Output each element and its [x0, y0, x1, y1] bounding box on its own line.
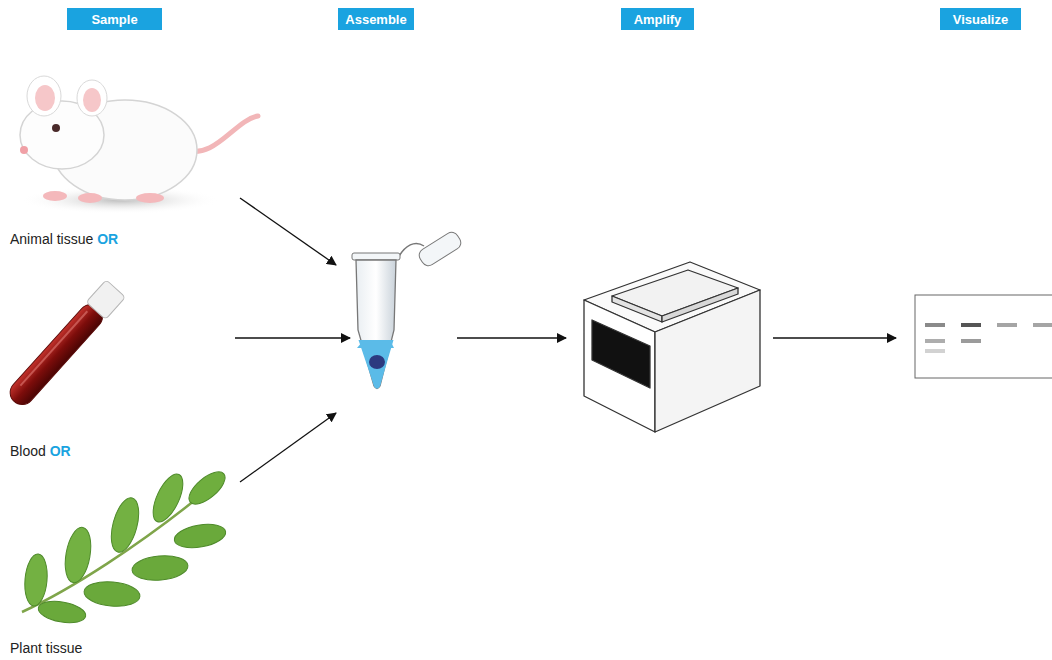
- or-connector-word: OR: [97, 231, 118, 247]
- tube-body: [356, 260, 396, 389]
- gel-band: [925, 349, 945, 353]
- gel-outline: [915, 295, 1052, 378]
- step-tab: Visualize: [940, 8, 1021, 30]
- thermocycler-illustration: [584, 262, 760, 432]
- sample-pellet: [369, 355, 385, 369]
- flow-arrow: [457, 337, 566, 338]
- mouse-ear-inner: [35, 85, 55, 111]
- leaflet: [172, 521, 227, 552]
- leaflet: [106, 495, 144, 555]
- cycler-display: [592, 320, 650, 388]
- mouse-eye: [52, 124, 60, 132]
- mouse-foot: [43, 191, 67, 201]
- step-title: Visualize: [953, 12, 1008, 27]
- sample-caption: Animal tissue OR: [10, 231, 118, 247]
- leaflet: [147, 470, 189, 526]
- mouse-foot: [78, 193, 102, 203]
- mouse-nose: [20, 146, 28, 154]
- sample-caption: Plant tissue: [10, 640, 82, 656]
- microtube-illustration: [352, 230, 463, 389]
- gel-band: [1033, 323, 1052, 327]
- mouse-foot: [136, 193, 164, 203]
- step-title: Amplify: [634, 12, 682, 27]
- tube-rim: [352, 253, 400, 260]
- cycler-side: [655, 290, 760, 432]
- step-tab: Sample: [67, 8, 162, 30]
- leaflet: [37, 598, 88, 626]
- sample-label: Animal tissue: [10, 231, 93, 247]
- tube-highlight: [20, 311, 87, 385]
- sample-caption: Blood OR: [10, 443, 71, 459]
- mouse-ear: [27, 76, 61, 116]
- blood-tube-illustration: [4, 280, 125, 410]
- leaflet: [184, 466, 231, 510]
- step-tab: Amplify: [621, 8, 694, 30]
- step-title: Assemble: [345, 12, 406, 27]
- tube-lid: [417, 230, 464, 269]
- gel-illustration: [915, 295, 1052, 378]
- gel-band: [925, 339, 945, 343]
- sample-label: Blood: [10, 443, 46, 459]
- step-tab: Assemble: [338, 8, 414, 30]
- flow-arrow: [235, 337, 350, 338]
- cycler-front: [584, 300, 655, 432]
- leaflet: [131, 554, 189, 583]
- gel-band: [961, 339, 981, 343]
- leaflet: [61, 525, 94, 584]
- mouse-ear-inner: [83, 88, 101, 112]
- step-title: Sample: [91, 12, 137, 27]
- blood-tube: [5, 300, 107, 410]
- flow-arrow: [240, 413, 336, 482]
- or-connector-word: OR: [50, 443, 71, 459]
- gel-band: [997, 323, 1017, 327]
- mouse-ear: [77, 80, 107, 116]
- flow-arrow: [773, 337, 896, 338]
- gel-band: [961, 323, 981, 327]
- tube-cap: [86, 280, 125, 320]
- leaflet: [23, 553, 49, 607]
- gel-band: [925, 323, 945, 327]
- mouse-illustration: [20, 76, 258, 214]
- tube-liquid: [359, 340, 394, 389]
- leaf-illustration: [22, 466, 230, 626]
- flow-arrow: [240, 198, 336, 265]
- leaflet: [83, 580, 141, 609]
- leaf-stem: [22, 492, 205, 612]
- sample-label: Plant tissue: [10, 640, 82, 656]
